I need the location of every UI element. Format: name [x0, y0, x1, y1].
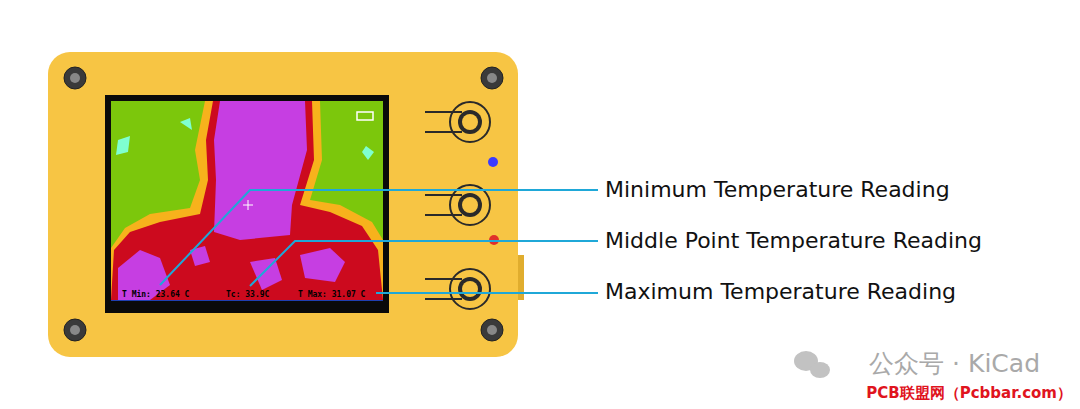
wechat-icon: [794, 351, 830, 378]
screen-reading: T Min: 23.64 C: [122, 290, 189, 299]
screen-reading: Tc: 33.9C: [226, 290, 269, 299]
leader-lines: [160, 190, 598, 293]
board: [48, 52, 518, 357]
watermark: 公众号 · KiCad: [869, 350, 1040, 379]
watermark: PCB联盟网（Pcbbar.com）: [866, 385, 1072, 402]
callout-label: Middle Point Temperature Reading: [605, 228, 982, 253]
callout-label: Minimum Temperature Reading: [605, 177, 950, 202]
crosshair: [243, 200, 253, 210]
callout-label: Maximum Temperature Reading: [605, 279, 956, 304]
screws: [64, 67, 503, 341]
blue-led: [488, 157, 498, 167]
thermal-image: [111, 101, 383, 301]
battery-icon: [357, 112, 373, 120]
buttons: [425, 102, 490, 309]
screen-frame: [105, 95, 389, 313]
screw-heads: [70, 73, 497, 335]
screen-reading: T Max: 31.07 C: [298, 290, 365, 299]
